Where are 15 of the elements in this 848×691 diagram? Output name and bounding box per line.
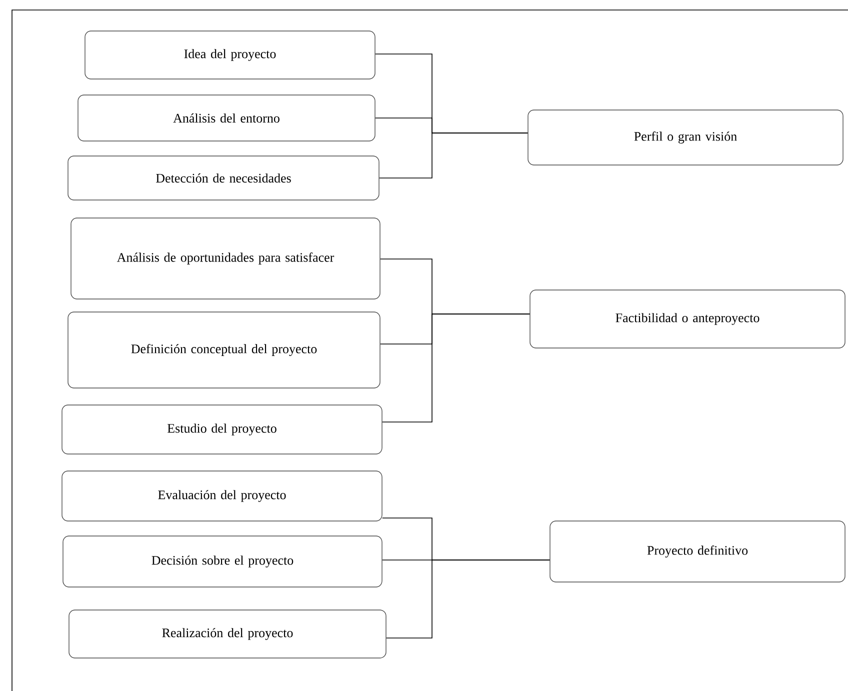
process-box: Decisión sobre el proyecto [62,536,382,588]
connector-line [386,560,550,638]
process-box: Evaluación del proyecto [62,470,382,522]
process-box: Detección de necesidades [68,156,380,200]
process-box: Perfil o gran visión [528,110,844,166]
process-box: Análisis de oportunidades para satisfacer [70,218,380,300]
connector-line [378,132,528,178]
process-box: Estudio del proyecto [62,404,382,454]
process-box: Idea del proyecto [84,30,376,80]
process-box: Realización del proyecto [68,610,386,658]
process-box: Factibilidad o anteproyecto [530,290,846,348]
process-box: Análisis del entorno [78,94,376,142]
process-box: Definición conceptual del proyecto [68,312,380,388]
connector-line [382,314,530,422]
process-box: Proyecto definitivo [550,520,846,582]
